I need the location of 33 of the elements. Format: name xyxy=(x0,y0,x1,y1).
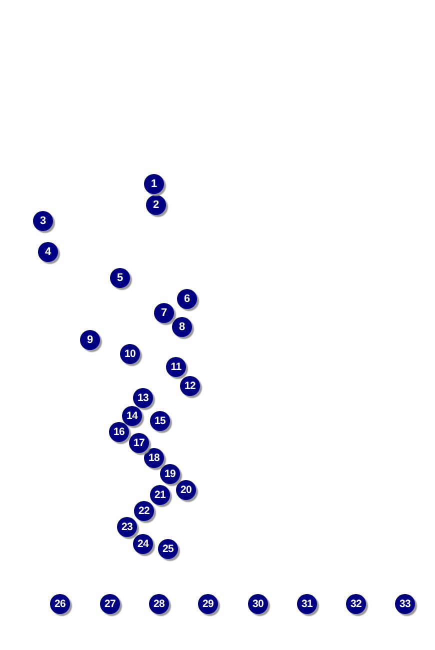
callout-number: 19 xyxy=(160,464,180,484)
callout-number: 24 xyxy=(133,534,153,554)
callout-number: 31 xyxy=(297,594,317,614)
callout-number: 13 xyxy=(133,388,153,408)
callout-number: 16 xyxy=(109,422,129,442)
callout-number: 25 xyxy=(158,539,178,559)
callout-number: 23 xyxy=(117,517,137,537)
callout-number: 27 xyxy=(100,594,120,614)
callout-number: 12 xyxy=(180,376,200,396)
callout-number: 32 xyxy=(346,594,366,614)
callout-number: 6 xyxy=(177,289,197,309)
callout-number: 30 xyxy=(248,594,268,614)
callout-number: 22 xyxy=(134,501,154,521)
callout-number: 1 xyxy=(144,174,164,194)
callout-number: 9 xyxy=(80,330,100,350)
callout-number: 7 xyxy=(154,303,174,323)
callout-number: 33 xyxy=(395,594,415,614)
callout-number: 5 xyxy=(110,268,130,288)
callout-number: 2 xyxy=(146,195,166,215)
callout-number: 4 xyxy=(38,242,58,262)
callout-number: 20 xyxy=(176,480,196,500)
callout-number: 21 xyxy=(150,485,170,505)
callout-number: 8 xyxy=(172,317,192,337)
callout-number: 11 xyxy=(166,357,186,377)
callout-number: 26 xyxy=(50,594,70,614)
callout-number: 18 xyxy=(144,448,164,468)
callout-number: 17 xyxy=(129,433,149,453)
callout-number: 3 xyxy=(33,211,53,231)
callout-number: 10 xyxy=(120,344,140,364)
callout-number: 14 xyxy=(122,406,142,426)
callout-number: 29 xyxy=(198,594,218,614)
callout-number: 28 xyxy=(149,594,169,614)
callout-number: 15 xyxy=(150,411,170,431)
